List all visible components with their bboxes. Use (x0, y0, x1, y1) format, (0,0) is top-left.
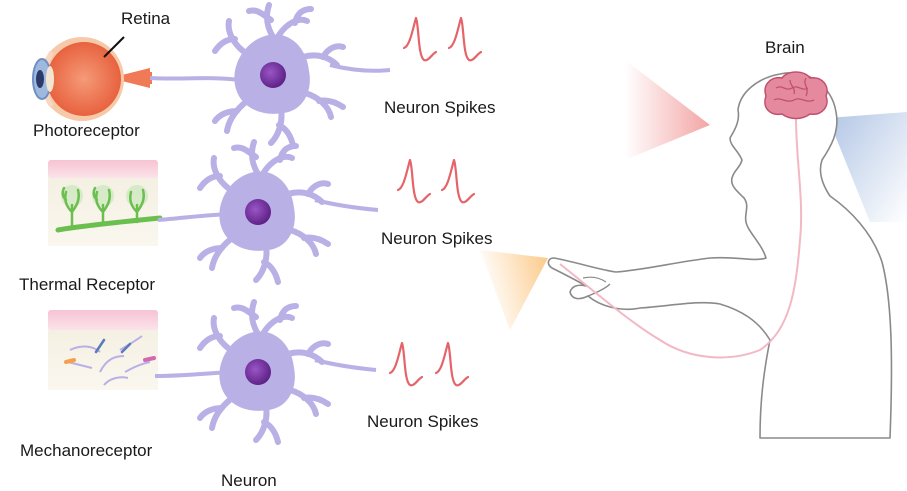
eye-icon (33, 37, 152, 121)
spike-pair-1 (404, 18, 481, 60)
spike-pair-2 (398, 160, 474, 202)
light-stimulus-glow (625, 60, 710, 160)
neuron-spikes-label-1: Neuron Spikes (384, 98, 496, 118)
neuron-spikes-label-3: Neuron Spikes (367, 412, 479, 432)
retina-label: Retina (121, 9, 170, 29)
neuron-spikes-label-2: Neuron Spikes (381, 229, 493, 249)
photoreceptor-label: Photoreceptor (33, 121, 140, 141)
neuron-1 (215, 5, 343, 145)
mechanoreceptor-label: Mechanoreceptor (20, 441, 152, 461)
mechanoreceptor-icon (48, 310, 158, 390)
heat-stimulus-glow (480, 250, 548, 330)
brain-label: Brain (765, 38, 805, 58)
thermal-receptor-label: Thermal Receptor (19, 275, 155, 295)
axon-photoreceptor (150, 78, 240, 80)
neuron-label: Neuron (221, 471, 277, 491)
thermal-receptor-icon (48, 160, 160, 246)
neuron-2 (200, 142, 328, 282)
spike-pair-3 (390, 343, 468, 385)
brain-icon (765, 72, 827, 119)
